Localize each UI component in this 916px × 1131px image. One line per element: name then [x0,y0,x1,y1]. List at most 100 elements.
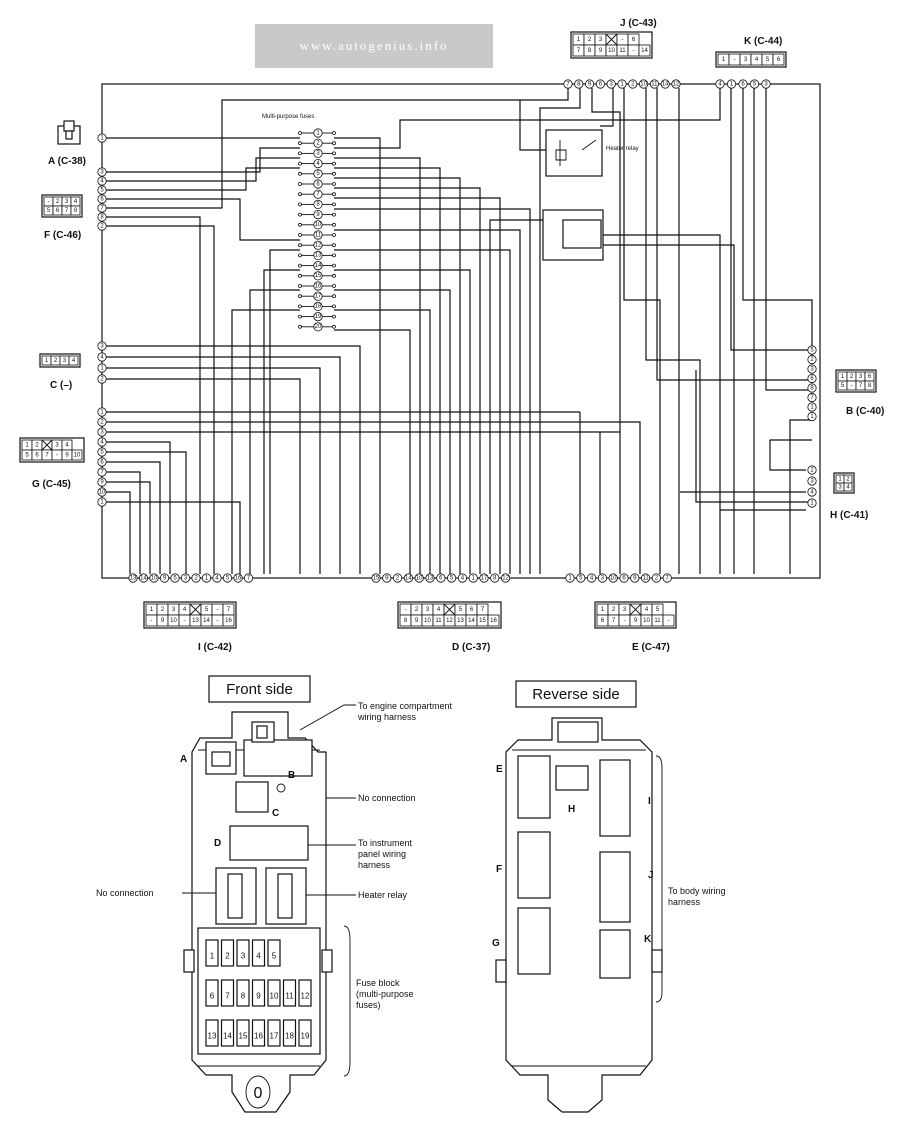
pin-d: 10 [414,573,424,583]
pin-g: 7 [97,467,107,477]
svg-text:14: 14 [140,575,147,581]
connector-label-e: E (C-47) [632,642,670,653]
pin-k: 4 [715,79,725,89]
wire [106,356,341,574]
connector-a-icon [57,120,81,145]
connector-face-cell: 4 [755,57,759,63]
connector-label-g: G (C-45) [32,479,71,490]
svg-text:1: 1 [810,414,814,420]
wire [600,88,614,127]
connector-face-cell: 15 [479,618,486,624]
svg-text:17: 17 [315,294,322,300]
svg-text:7: 7 [316,192,320,198]
pin-f: 4 [97,176,107,186]
connector-label-i: I (C-42) [198,642,232,653]
svg-text:2: 2 [100,419,104,425]
pin-f: 7 [97,203,107,213]
wire [269,249,300,574]
svg-text:3: 3 [241,952,246,961]
connector-face-cell: 2 [54,358,58,364]
wire [106,491,131,574]
connector-face-cell: 3 [838,485,842,491]
front-fuse-slot: 10 [267,979,281,1007]
pin-f: 2 [97,221,107,231]
svg-text:10: 10 [99,489,106,495]
svg-text:8: 8 [100,214,104,220]
svg-text:15: 15 [239,1032,248,1041]
svg-text:19: 19 [315,314,322,320]
svg-text:5: 5 [316,171,320,177]
wire [789,419,812,574]
svg-text:1: 1 [100,499,104,505]
connector-face-cell: 14 [641,48,648,54]
wire [591,88,621,574]
connector-face-cell: 3 [859,374,863,380]
reverse-connector-g [517,907,551,975]
connector-face-cell: 1 [722,57,726,63]
svg-text:1: 1 [620,81,624,87]
svg-text:4: 4 [316,161,320,167]
fuse-terminal: 5 [298,169,336,179]
svg-text:10: 10 [151,575,158,581]
connector-face-cell: 2 [161,607,165,613]
svg-text:7: 7 [225,992,230,1001]
reverse-connector-e [517,755,551,819]
pin-i: 16 [233,573,243,583]
connector-face-cell: 2 [850,374,854,380]
fuse-terminal: 6 [298,179,336,189]
pin-b: 7 [807,392,817,403]
front-mount-hole [245,1075,271,1109]
svg-text:6: 6 [316,181,320,187]
front-connector-b [243,739,313,777]
connector-face-cell: 1 [577,37,581,43]
svg-text:6: 6 [622,575,626,581]
svg-text:5: 5 [450,575,454,581]
pin-b: 6 [807,373,817,384]
pin-h: 3 [807,476,817,486]
wire [334,329,411,574]
wire [334,309,431,574]
svg-text:1: 1 [810,404,814,410]
front-fuse-slot: 18 [282,1019,297,1047]
svg-text:4: 4 [215,575,219,581]
svg-text:4: 4 [100,178,104,184]
svg-text:9: 9 [316,212,320,218]
pin-b: 3 [807,364,817,374]
pin-j: 11 [649,79,660,89]
pin-g: 2 [97,417,107,427]
pin-e: 2 [651,573,662,583]
wire [765,88,812,391]
svg-text:6: 6 [741,81,745,87]
front-fuse-slot: 7 [220,979,235,1007]
pin-j: 8 [574,79,584,89]
pin-i: 9 [159,573,170,583]
connector-face-cell: - [151,618,153,624]
svg-text:18: 18 [315,304,322,310]
front-fuse-slot: 16 [251,1019,266,1047]
connector-face-cell: 13 [192,618,199,624]
connector-face-cell: 8 [868,383,872,389]
pin-i: 5 [170,573,180,583]
connector-face-cell: 4 [645,607,649,613]
pin-j: 9 [584,79,595,89]
svg-text:5: 5 [100,187,104,193]
connector-face-cell: 2 [846,477,850,483]
svg-text:3: 3 [810,478,814,484]
wire [334,249,511,574]
svg-text:4: 4 [461,575,465,581]
svg-text:1: 1 [205,575,209,581]
svg-text:1: 1 [100,365,104,371]
connector-face-cell: 7 [481,607,485,613]
fuse-terminal: 20 [298,322,336,332]
connector-face-cell: 6 [601,618,605,624]
wire [106,88,569,209]
svg-text:5: 5 [579,575,583,581]
reverse-connector-h [555,765,589,791]
connector-face-cell: 14 [203,618,210,624]
wire [334,88,721,149]
pin-e: 3 [597,573,608,583]
wire [106,421,641,574]
